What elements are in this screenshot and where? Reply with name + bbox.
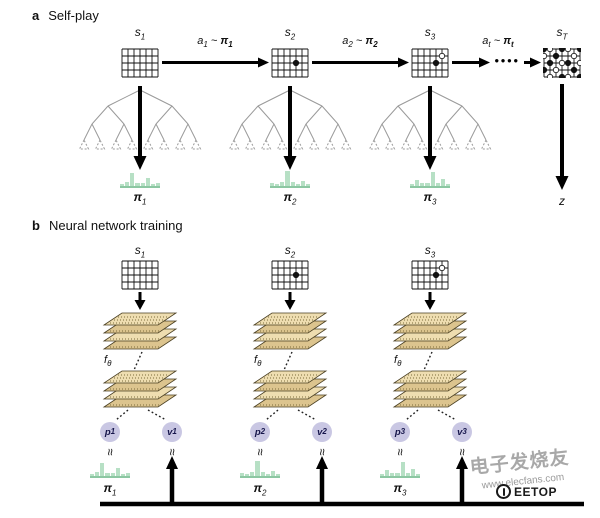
state-symbol: s xyxy=(424,25,431,39)
state-label-s2-b: s2 xyxy=(284,243,296,260)
policy-histogram-pi3-b xyxy=(380,458,420,478)
tilde: ~ xyxy=(210,35,218,47)
f-symbol: f xyxy=(254,354,258,366)
search-arrow-3 xyxy=(423,86,437,170)
state-symbol: s xyxy=(134,243,141,257)
pi-symbol: π xyxy=(220,35,229,47)
reward-feedback-connector xyxy=(100,456,584,507)
transition-arrow-2 xyxy=(312,57,409,68)
pi-symbol: π xyxy=(365,35,374,47)
panel-a-title-text: Self-play xyxy=(48,8,99,23)
input-arrow-3 xyxy=(424,292,436,310)
state-symbol: s xyxy=(134,25,141,39)
f-theta-label-3: fθ xyxy=(394,354,402,369)
tilde: ~ xyxy=(493,35,501,47)
outcome-arrow xyxy=(555,84,569,190)
action-label-1: a1 ~ π1 xyxy=(197,35,233,50)
p-symbol: p xyxy=(394,426,401,438)
policy-histogram-pi1-b xyxy=(90,458,130,478)
state-label-s3-b: s3 xyxy=(424,243,436,260)
f-symbol: f xyxy=(394,354,398,366)
policy-histogram-pi3-a xyxy=(410,168,450,188)
go-board-sT-a xyxy=(540,45,584,81)
watermark-logo: EETOP xyxy=(496,484,557,499)
eetop-logo-icon xyxy=(496,484,511,499)
pi-symbol: π xyxy=(253,481,263,495)
pi-symbol: π xyxy=(393,481,403,495)
panel-a-title: a Self-play xyxy=(32,8,99,23)
go-board-s2-a xyxy=(271,48,309,78)
network-stack-1-top xyxy=(103,312,177,350)
dotted-connectors-3 xyxy=(405,351,457,421)
go-board-s1-a xyxy=(121,48,159,78)
input-arrow-2 xyxy=(284,292,296,310)
action-symbol: a xyxy=(342,35,349,47)
policy-histogram-pi2-b xyxy=(240,458,280,478)
pi-symbol: π xyxy=(423,190,433,204)
state-symbol: s xyxy=(284,25,291,39)
p-symbol: p xyxy=(104,426,111,438)
pi-symbol: π xyxy=(283,190,293,204)
v-symbol: v xyxy=(317,426,323,438)
transition-arrow-1 xyxy=(162,57,269,68)
policy-label-pi1-a: π1 xyxy=(133,190,147,207)
dotted-connectors-1 xyxy=(115,351,167,421)
go-board-s2-b xyxy=(271,260,309,290)
policy-histogram-pi1-a xyxy=(120,168,160,188)
state-symbol: s xyxy=(284,243,291,257)
state-label-sT-a: sT xyxy=(556,25,568,42)
pi-symbol: π xyxy=(503,35,512,47)
p-symbol: p xyxy=(254,426,261,438)
go-board-s3-b xyxy=(411,260,449,290)
search-arrow-1 xyxy=(133,86,147,170)
action-label-2: a2 ~ π2 xyxy=(342,35,378,50)
tilde: ~ xyxy=(355,35,363,47)
panel-a-tag: a xyxy=(32,8,40,23)
f-symbol: f xyxy=(104,354,108,366)
policy-label-pi2-b: π2 xyxy=(253,481,267,498)
policy-label-pi2-a: π2 xyxy=(283,190,297,207)
state-label-s3-a: s3 xyxy=(424,25,436,42)
search-arrow-2 xyxy=(283,86,297,170)
state-label-s2-a: s2 xyxy=(284,25,296,42)
state-symbol: s xyxy=(424,243,431,257)
policy-histogram-pi2-a xyxy=(270,168,310,188)
input-arrow-1 xyxy=(134,292,146,310)
ellipsis-dots: ●●●● xyxy=(494,56,520,65)
dotted-connectors-2 xyxy=(265,351,317,421)
state-label-s1-a: s1 xyxy=(134,25,146,42)
network-stack-2-top xyxy=(253,312,327,350)
panel-b-tag: b xyxy=(32,218,40,233)
f-theta-label-1: fθ xyxy=(104,354,112,369)
transition-arrow-4 xyxy=(524,57,541,68)
go-board-s3-a xyxy=(411,48,449,78)
v-symbol: v xyxy=(167,426,173,438)
policy-label-pi1-b: π1 xyxy=(103,481,117,498)
panel-b-title-text: Neural network training xyxy=(48,218,183,233)
pi-symbol: π xyxy=(133,190,143,204)
eetop-logo-text: EETOP xyxy=(514,484,557,499)
policy-label-pi3-a: π3 xyxy=(423,190,437,207)
panel-b-title: b Neural network training xyxy=(32,218,183,233)
f-theta-label-2: fθ xyxy=(254,354,262,369)
policy-label-pi3-b: π3 xyxy=(393,481,407,498)
action-symbol: a xyxy=(197,35,204,47)
pi-symbol: π xyxy=(103,481,113,495)
v-symbol: v xyxy=(457,426,463,438)
state-symbol: s xyxy=(556,25,563,39)
network-stack-3-top xyxy=(393,312,467,350)
state-label-s1-b: s1 xyxy=(134,243,146,260)
outcome-label-z: z xyxy=(559,194,565,208)
go-board-s1-b xyxy=(121,260,159,290)
transition-arrow-3 xyxy=(452,57,490,68)
action-label-3: at ~ πt xyxy=(482,35,514,50)
action-symbol: a xyxy=(482,35,489,47)
